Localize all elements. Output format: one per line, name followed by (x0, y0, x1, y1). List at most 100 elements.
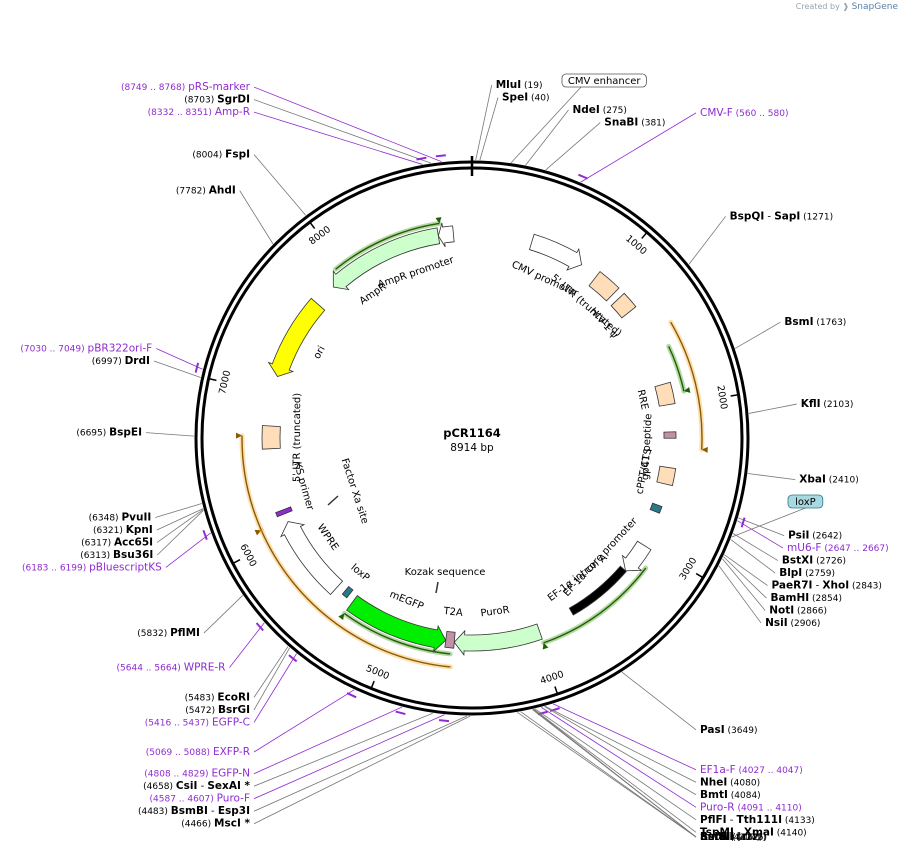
enzyme-label[interactable]: PaeR7I - XhoI (2843) (772, 580, 882, 592)
primer-label[interactable]: (7030 .. 7049) pBR322ori-F (20, 342, 152, 354)
enzyme-label-part: (2866) (797, 607, 827, 617)
enzyme-leader (479, 97, 499, 161)
primer-label[interactable]: (8749 .. 8768) pRS-marker (121, 81, 251, 93)
primer-label-part: (8332 .. 8351) (148, 108, 212, 118)
enzyme-label-part: BmtI (700, 789, 728, 801)
enzyme-label[interactable]: SmaI (4142) (700, 831, 762, 843)
feature-ampr[interactable] (332, 227, 441, 291)
enzyme-leader (153, 360, 201, 378)
enzyme-label[interactable]: (7782) AhdI (176, 185, 236, 197)
primer-label-part: pBR322ori-F (88, 342, 153, 354)
enzyme-label[interactable]: (5472) BsrGI (185, 704, 250, 716)
enzyme-label-part: PsiI (788, 530, 809, 542)
enzyme-label[interactable]: BstEII (4225) (700, 831, 767, 843)
feature-hiv-1[interactable] (610, 292, 637, 319)
primer-label[interactable]: (8332 .. 8351) Amp-R (148, 106, 250, 118)
enzyme-label-part: BspQI (730, 210, 765, 222)
enzyme-label[interactable]: BsiWI (4147) (700, 831, 766, 843)
boxed-feature-label[interactable]: loxP (795, 497, 816, 508)
enzyme-label[interactable]: BsmI (1763) (784, 316, 846, 328)
enzyme-label[interactable]: (6321) KpnI (93, 524, 153, 536)
feature-5-ltr-truncated[interactable] (588, 270, 620, 302)
enzyme-label[interactable]: BamHI (2854) (770, 592, 842, 604)
feature-gp41-peptide[interactable] (663, 431, 677, 439)
enzyme-label[interactable]: NdeI (275) (573, 104, 627, 116)
enzyme-label-part: XmaI (744, 826, 774, 838)
enzyme-label[interactable]: MluI (19) (496, 79, 543, 91)
enzyme-label-part: (4207) (730, 833, 760, 843)
enzyme-label-part: NheI (700, 776, 727, 788)
enzyme-label[interactable]: (4483) BsmBI - Esp3I (138, 805, 250, 817)
primer-label[interactable]: (4808 .. 4829) EGFP-N (144, 768, 250, 780)
enzyme-label[interactable]: BmtI (4084) (700, 789, 761, 801)
enzyme-label[interactable]: NsiI (2906) (765, 617, 820, 629)
enzyme-label[interactable]: BstXI (2726) (782, 555, 846, 567)
enzyme-label[interactable]: SnaBI (381) (604, 117, 665, 129)
feature-cmv-promoter[interactable] (528, 233, 583, 271)
feature-loxp[interactable] (341, 585, 354, 599)
bp-tick (232, 559, 241, 565)
primer-label[interactable]: CMV-F (560 .. 580) (700, 107, 789, 119)
enzyme-label[interactable]: PflFI - Tth111I (4133) (700, 814, 815, 826)
enzyme-leader (253, 715, 468, 812)
feature-wpre[interactable] (280, 521, 344, 596)
feature-ef-1-core-promoter[interactable] (621, 540, 652, 572)
enzyme-label[interactable]: NheI (4080) (700, 776, 760, 788)
enzyme-label[interactable]: PasI (3649) (700, 724, 757, 736)
enzyme-label[interactable]: (4658) CsiI - SexAI * (143, 780, 250, 792)
enzyme-label-part: (6348) (89, 513, 119, 523)
primer-label-part: (6183 .. 6199) (22, 563, 86, 573)
enzyme-label[interactable]: BspQI - SapI (1271) (730, 210, 833, 222)
feature-ef-1-intron-a[interactable] (568, 565, 627, 616)
enzyme-label[interactable]: NotI (2866) (769, 605, 827, 617)
enzyme-leader (253, 99, 431, 164)
enzyme-label[interactable]: TspMI - XmaI (4140) (700, 826, 807, 838)
primer-label[interactable]: Puro-R (4091 .. 4110) (700, 801, 802, 813)
enzyme-label[interactable]: BlpI (2759) (779, 567, 835, 579)
primer-label[interactable]: (4587 .. 4607) Puro-F (150, 793, 251, 805)
feature-cppt-cts[interactable] (656, 465, 677, 487)
enzyme-label-part: (40) (531, 94, 549, 104)
enzyme-label[interactable]: XbaI (2410) (799, 474, 858, 486)
feature-5-ltr-truncated[interactable] (261, 425, 281, 450)
enzyme-label[interactable]: (6348) PvuII (89, 511, 152, 523)
primer-label[interactable]: (5644 .. 5664) WPRE-R (117, 662, 226, 674)
feature-t2a[interactable] (444, 630, 456, 649)
enzyme-label[interactable]: (6317) Acc65I (81, 536, 153, 548)
primer-label[interactable]: (5416 .. 5437) EGFP-C (145, 716, 250, 728)
feature-ks-primer[interactable] (275, 506, 293, 518)
feature-ampr-promoter[interactable] (437, 222, 455, 248)
enzyme-label[interactable]: (8703) SgrDI (184, 94, 250, 106)
enzyme-leader (253, 646, 289, 698)
enzyme-label[interactable]: KflI (2103) (801, 398, 854, 410)
feature-ori[interactable] (267, 297, 326, 377)
feature-label: T2A (442, 606, 464, 619)
enzyme-label[interactable]: SpeI (40) (502, 92, 549, 104)
boxed-feature-label[interactable]: CMV enhancer (568, 76, 642, 87)
enzyme-label[interactable]: (8004) FspI (192, 149, 250, 161)
primer-label[interactable]: (6183 .. 6199) pBluescriptKS (22, 561, 162, 573)
enzyme-label-part: (8703) (184, 96, 214, 106)
feature-megfp[interactable] (346, 595, 447, 653)
primer-label[interactable]: EF1a-F (4027 .. 4047) (700, 764, 803, 776)
annotation-arc (668, 346, 685, 392)
feature-rre[interactable] (654, 381, 676, 407)
primer-leader (165, 532, 211, 568)
enzyme-label[interactable]: (5832) PflMI (137, 627, 200, 639)
enzyme-label-part: (6317) (81, 538, 111, 548)
primer-label[interactable]: mU6-F (2647 .. 2667) (787, 542, 889, 554)
enzyme-label[interactable]: (6997) DrdI (92, 355, 150, 367)
primer-label[interactable]: (5069 .. 5088) EXFP-R (146, 746, 250, 758)
feature-label: mEGFP (388, 589, 425, 612)
enzyme-label[interactable]: (6695) BspEI (76, 427, 142, 439)
enzyme-label[interactable]: (5483) EcoRI (185, 691, 250, 703)
enzyme-label-part: (7782) (176, 187, 206, 197)
enzyme-label[interactable]: PsiI (2642) (788, 530, 842, 542)
feature-loxp[interactable] (649, 502, 663, 514)
enzyme-label[interactable]: RsrII (4207) (700, 831, 760, 843)
enzyme-label[interactable]: (6313) Bsu36I (80, 549, 153, 561)
enzyme-label[interactable]: (4466) MscI * (181, 818, 250, 830)
feature-puror[interactable] (453, 623, 543, 656)
enzyme-label-part: BstEII (700, 831, 734, 843)
enzyme-leader (520, 711, 697, 838)
